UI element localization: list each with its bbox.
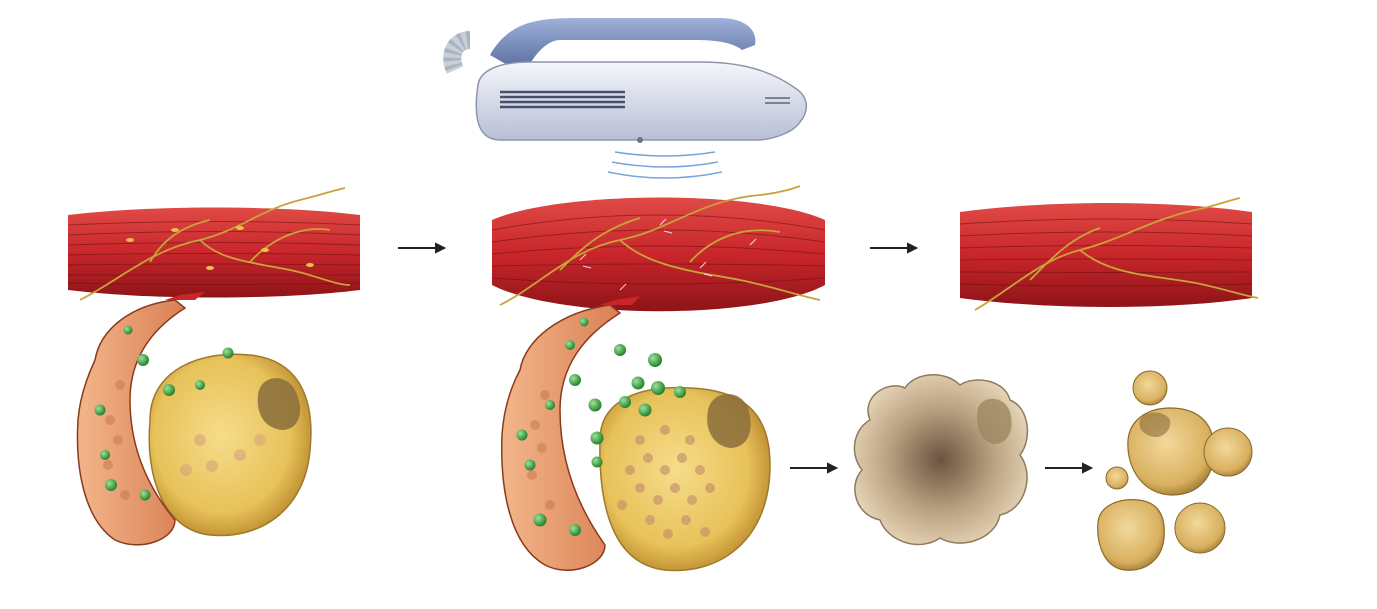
lipid-droplets (94, 325, 234, 501)
fat-granules (617, 425, 715, 539)
arrow-right (790, 462, 839, 474)
fragment (1174, 502, 1226, 554)
capillary-treatment (501, 296, 686, 571)
nucleus (707, 393, 751, 448)
capillary-before (76, 292, 234, 546)
lipid-droplets (516, 317, 686, 536)
fat-cell-fragments (1097, 370, 1253, 571)
fragment (1203, 427, 1253, 477)
arrow-right (398, 242, 447, 254)
device-handle (490, 18, 756, 75)
device-grip (765, 97, 790, 104)
device-body (475, 61, 807, 141)
muscle-fibers-before (67, 187, 361, 301)
device-vents (500, 90, 625, 109)
nerve-network (79, 187, 351, 301)
arrow-right (1045, 462, 1094, 474)
fragment (1097, 499, 1165, 571)
fragment (1132, 370, 1168, 406)
stimulation-sparks (579, 218, 757, 291)
nucleus (976, 398, 1012, 444)
fat-cell-before (148, 353, 312, 537)
fragment (1105, 466, 1129, 490)
contracted-muscle (491, 185, 826, 312)
shrinking-fat-cell (853, 374, 1029, 546)
muscle-fibers-after (959, 197, 1259, 311)
arrow-right (870, 242, 919, 254)
fat-cell-stimulated (599, 386, 771, 572)
applicator-device (443, 18, 807, 143)
nucleus (257, 378, 301, 430)
wave-emission (607, 151, 723, 179)
